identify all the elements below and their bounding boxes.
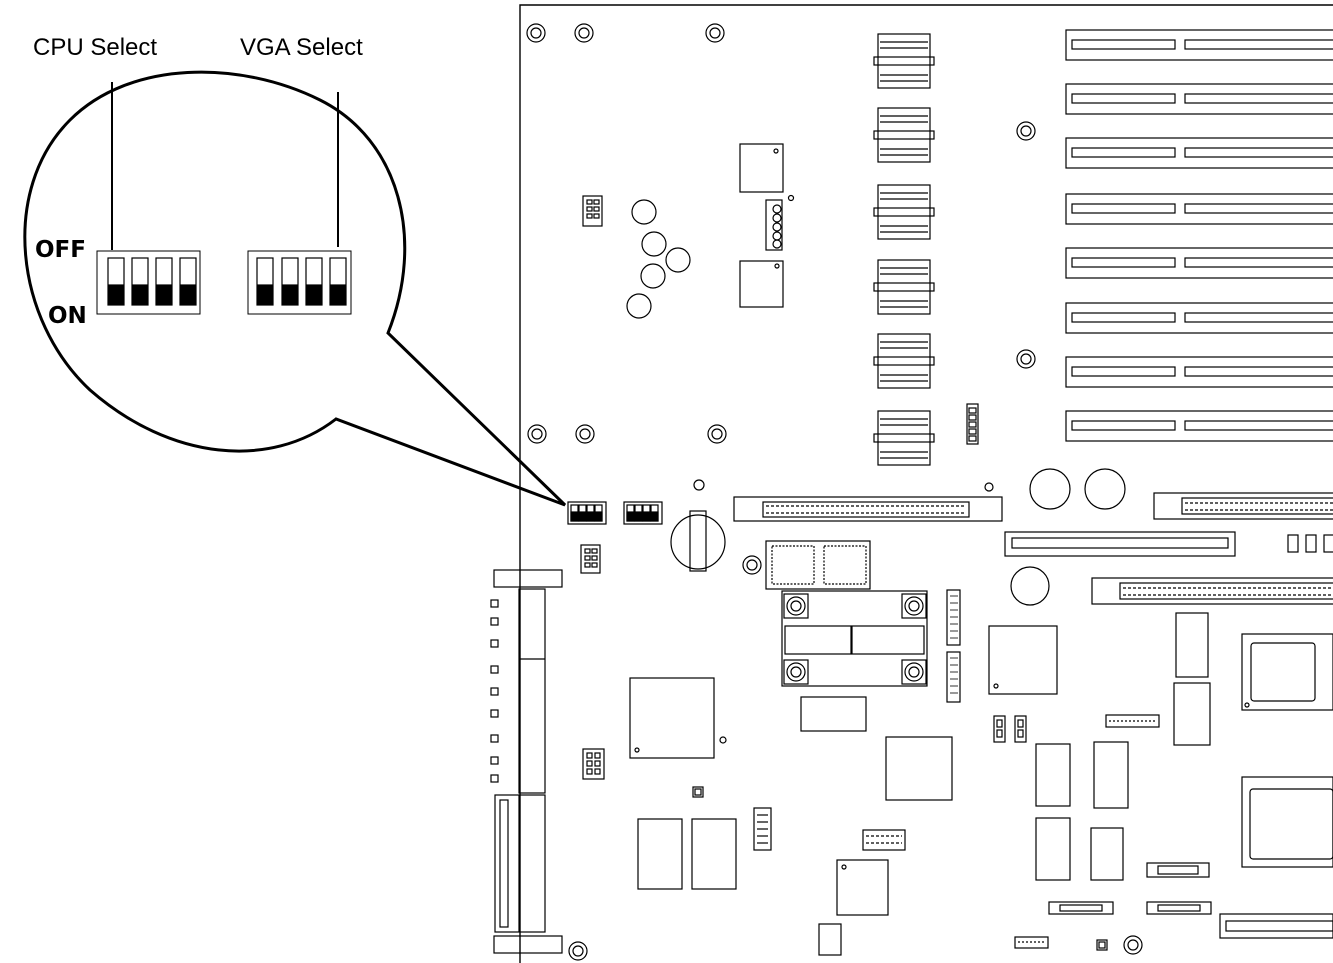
chip xyxy=(988,625,1058,695)
chip xyxy=(1175,612,1209,678)
cpu-select-switch xyxy=(567,501,607,525)
chip xyxy=(1093,741,1129,809)
chip xyxy=(800,696,867,732)
battery xyxy=(670,510,726,572)
chip xyxy=(1241,633,1333,711)
chip xyxy=(739,143,784,193)
vga-select-label: VGA Select xyxy=(240,34,363,61)
mounting-holes xyxy=(526,23,1143,961)
chip xyxy=(885,736,953,801)
off-label: OFF xyxy=(35,237,86,263)
chip xyxy=(629,677,715,759)
vga-select-switch-zoomed xyxy=(247,250,352,315)
ide-connector-3 xyxy=(1091,577,1333,605)
chip xyxy=(836,859,889,916)
on-label: ON xyxy=(48,303,87,329)
memory-sockets xyxy=(873,33,935,466)
rear-io-panel xyxy=(490,569,563,954)
jumper xyxy=(582,195,603,227)
chip xyxy=(1090,827,1124,881)
chip xyxy=(637,818,683,890)
power-connector xyxy=(765,199,783,251)
floppy-connector xyxy=(1004,531,1236,557)
chip xyxy=(1035,743,1071,807)
cpu-socket xyxy=(765,540,928,687)
capacitors xyxy=(626,199,1126,606)
cpu-select-label: CPU Select xyxy=(33,34,158,61)
chip xyxy=(1241,776,1333,868)
chip xyxy=(739,260,784,308)
ide-connector xyxy=(733,496,1003,522)
ide-connector-2 xyxy=(1153,492,1333,520)
zoom-callout-bubble xyxy=(23,70,567,507)
cpu-select-switch-zoomed xyxy=(96,250,201,315)
board-edge xyxy=(519,4,1333,963)
vga-select-switch xyxy=(623,501,663,525)
pci-slots xyxy=(1065,29,1333,442)
chip xyxy=(691,818,737,890)
chip xyxy=(1173,682,1211,746)
chip xyxy=(1035,817,1071,881)
